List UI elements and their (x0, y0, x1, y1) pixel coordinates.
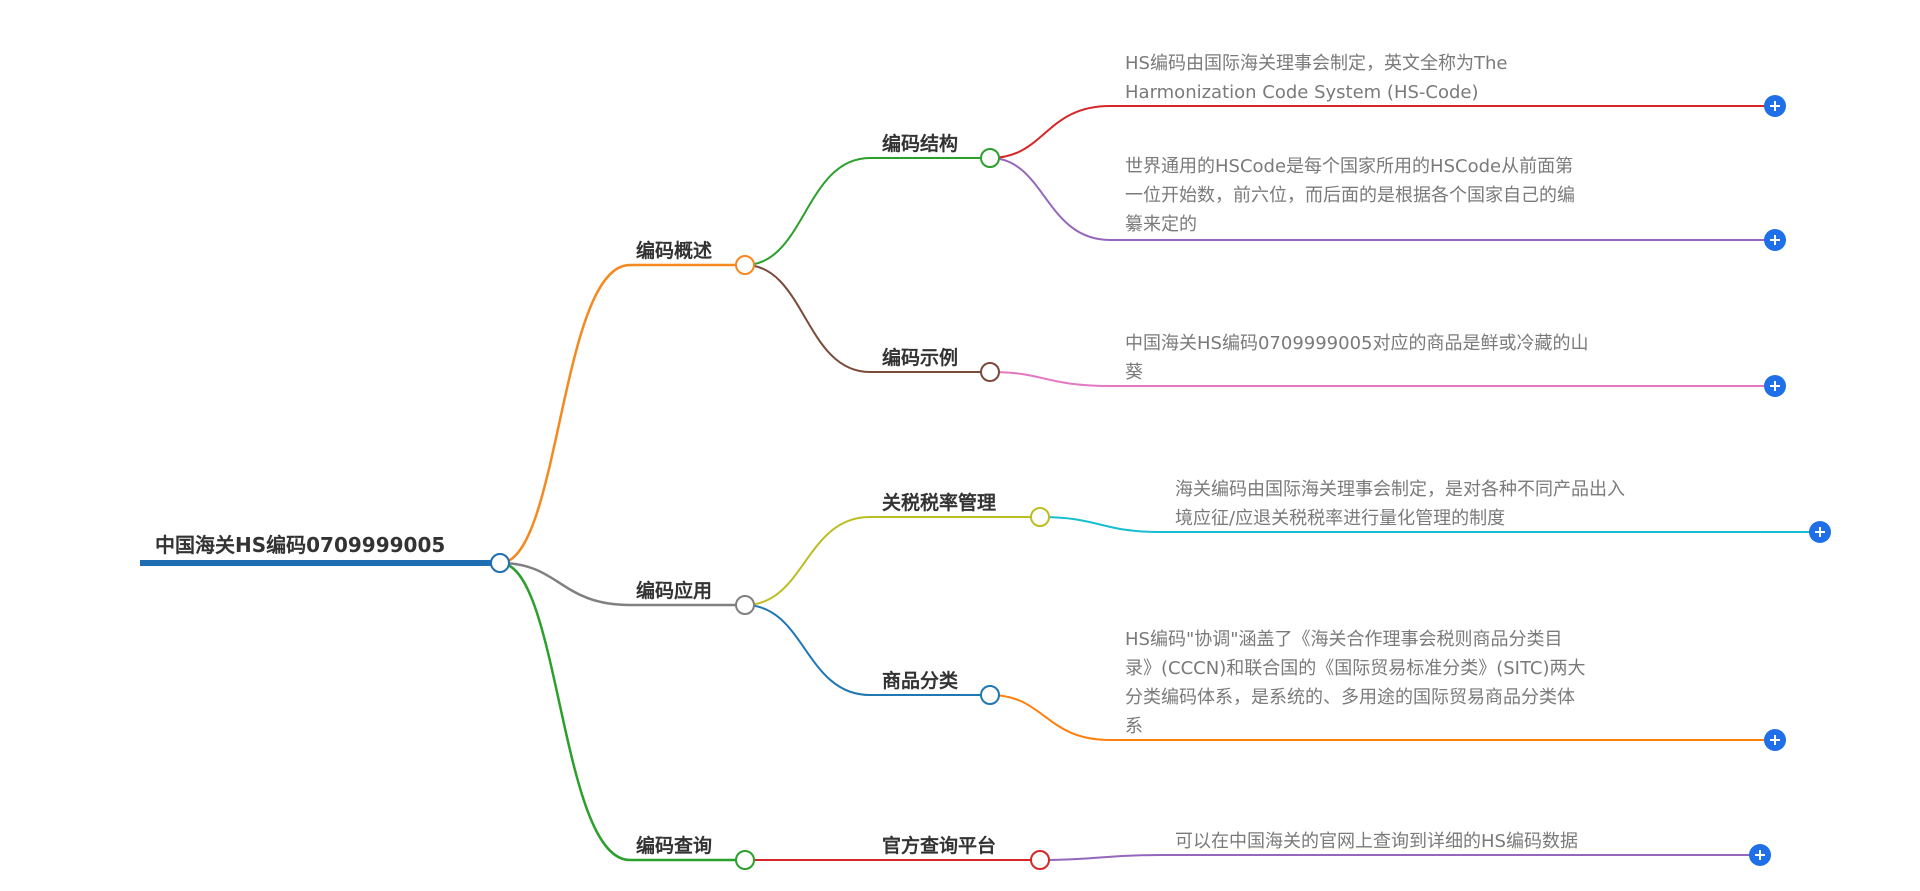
leaf-line: 纂来定的 (1125, 213, 1197, 235)
connector-overview (499, 263, 745, 565)
connector-example (744, 264, 990, 373)
leaf-line: 系 (1125, 716, 1143, 737)
expand-button-classification[interactable] (1764, 729, 1786, 751)
leaf-line: 世界通用的HSCode是每个国家所用的HSCode从前面第 (1125, 156, 1573, 177)
leaf-line: 可以在中国海关的官网上查询到详细的HS编码数据 (1175, 831, 1578, 852)
overview-collapse-dot[interactable] (735, 255, 755, 275)
query-collapse-dot[interactable] (735, 850, 755, 870)
leaf-line: 葵 (1125, 362, 1143, 383)
leaf-line: 一位开始数，前六位，而后面的是根据各个国家自己的编 (1125, 185, 1575, 206)
connector-leaf-tariff (1039, 516, 1810, 533)
connector-leaf-structure-1 (989, 105, 1765, 159)
leaf-line: 境应征/应退关税税率进行量化管理的制度 (1175, 508, 1505, 529)
leaf-line: 海关编码由国际海关理事会制定，是对各种不同产品出入 (1175, 479, 1625, 500)
expand-button-platform[interactable] (1749, 844, 1771, 866)
root-collapse-dot[interactable] (490, 553, 510, 573)
leaf-line: 分类编码体系，是系统的、多用途的国际贸易商品分类体 (1125, 687, 1575, 708)
connector-tariff (744, 516, 1040, 606)
platform-collapse-dot[interactable] (1030, 850, 1050, 870)
connector-leaf-classification (989, 694, 1765, 741)
leaf-text-tariff: 海关编码由国际海关理事会制定，是对各种不同产品出入 境应征/应退关税税率进行量化… (1175, 479, 1631, 529)
connector-query (499, 561, 745, 862)
connector-classification (744, 604, 990, 696)
connector-application (499, 561, 745, 607)
root-label: 中国海关HS编码0709999005 (155, 533, 445, 557)
leaf-line: HS编码"协调"涵盖了《海关合作理事会税则商品分类目 (1125, 629, 1563, 650)
leaf-text-structure-2: 世界通用的HSCode是每个国家所用的HSCode从前面第 一位开始数，前六位，… (1125, 156, 1581, 235)
subbranch-label-structure[interactable]: 编码结构 (882, 132, 958, 155)
branch-label-overview[interactable]: 编码概述 (636, 239, 712, 262)
connector-structure (744, 157, 990, 266)
expand-button-structure-1[interactable] (1764, 95, 1786, 117)
branch-label-query[interactable]: 编码查询 (636, 834, 712, 857)
expand-button-example[interactable] (1764, 375, 1786, 397)
structure-collapse-dot[interactable] (980, 148, 1000, 168)
subbranch-label-classification[interactable]: 商品分类 (882, 669, 958, 692)
leaf-line: HS编码由国际海关理事会制定，英文全称为The (1125, 53, 1507, 74)
leaf-line: 中国海关HS编码0709999005对应的商品是鲜或冷藏的山 (1125, 333, 1588, 354)
branch-label-application[interactable]: 编码应用 (636, 579, 712, 602)
connector-leaf-structure-2 (989, 157, 1765, 241)
root-node[interactable]: 中国海关HS编码0709999005 (140, 533, 500, 566)
subbranch-label-example[interactable]: 编码示例 (882, 346, 958, 369)
leaf-text-example: 中国海关HS编码0709999005对应的商品是鲜或冷藏的山 葵 (1125, 333, 1594, 383)
classification-collapse-dot[interactable] (980, 685, 1000, 705)
connector-leaf-platform (1039, 854, 1750, 861)
connector-leaf-example (989, 371, 1765, 387)
leaf-line: Harmonization Code System (HS-Code) (1125, 82, 1479, 103)
leaf-text-platform: 可以在中国海关的官网上查询到详细的HS编码数据 (1175, 831, 1578, 852)
expand-button-structure-2[interactable] (1764, 229, 1786, 251)
application-collapse-dot[interactable] (735, 595, 755, 615)
leaf-text-structure-1: HS编码由国际海关理事会制定，英文全称为The Harmonization Co… (1125, 53, 1513, 103)
subbranch-label-platform[interactable]: 官方查询平台 (882, 834, 996, 857)
subbranch-label-tariff[interactable]: 关税税率管理 (882, 491, 996, 514)
expand-button-tariff[interactable] (1809, 521, 1831, 543)
leaf-line: 录》(CCCN)和联合国的《国际贸易标准分类》(SITC)两大 (1125, 658, 1586, 679)
tariff-collapse-dot[interactable] (1030, 507, 1050, 527)
example-collapse-dot[interactable] (980, 362, 1000, 382)
leaf-text-classification: HS编码"协调"涵盖了《海关合作理事会税则商品分类目 录》(CCCN)和联合国的… (1125, 629, 1591, 737)
